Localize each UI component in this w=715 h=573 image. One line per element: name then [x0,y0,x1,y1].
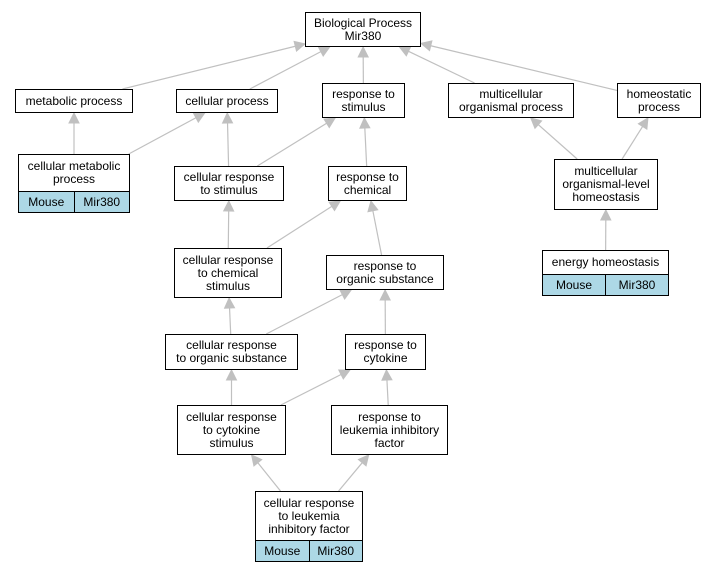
node-label: cellular response to organic substance [176,338,287,365]
annotation-row: Mouse Mir380 [256,540,362,561]
edge-arrowhead [337,369,351,380]
node-cellular-process[interactable]: cellular process [176,89,278,113]
species-tag: Mouse [28,194,65,209]
node-label: metabolic process [25,93,123,108]
edge-arrowhead [225,368,238,381]
edge-arrowhead [599,208,612,221]
edge-arrowhead [398,46,412,57]
species-tag: Mouse [555,277,593,292]
edge-line [266,205,333,249]
edge-arrowhead [339,289,353,300]
node-metabolic-process[interactable]: metabolic process [15,89,133,113]
edge-arrowhead [381,368,393,381]
edge-arrowhead [328,200,342,212]
edge-line [537,124,578,160]
edge-line [228,307,232,335]
node-response-to-cytokine[interactable]: response to cytokine [345,334,426,370]
gene-tag: Mir380 [605,275,668,295]
node-response-to-chemical[interactable]: response to chemical [328,166,407,201]
edge-arrowhead [68,111,80,124]
edge-arrowhead [359,116,371,129]
node-label: response to chemical [336,169,399,197]
node-energy-homeostasis[interactable]: energy homeostasis Mouse Mir380 [542,250,669,296]
edge-line [408,50,475,84]
edge-arrowhead [379,288,391,301]
annotation-row: Mouse Mir380 [19,191,129,212]
edge-line [249,51,322,90]
node-label: homeostatic process [626,86,692,114]
edge-arrowhead [317,46,331,58]
edge-line [430,45,618,92]
node-response-to-organic-substance[interactable]: response to organic substance [326,255,444,290]
edge-line [621,126,644,160]
node-label: response to stimulus [332,86,395,114]
edge-line [372,210,383,256]
edge-arrowhead [323,117,337,129]
gene-tag: Mir380 [73,192,130,212]
edge-line [280,373,342,406]
edge-line [257,462,281,492]
edge-arrowhead [222,199,235,212]
edge-line [364,127,368,167]
edge-arrowhead [367,199,379,213]
species-tag: Mouse [264,543,301,558]
node-label: energy homeostasis [551,255,660,269]
node-label: multicellular organismal process [458,86,564,114]
edge-line [257,122,327,167]
edge-arrowhead [192,112,206,124]
node-label: cellular response to leukemia inhibitory… [263,495,355,536]
edge-arrowhead [357,454,370,467]
node-label: response to cytokine [354,338,417,365]
node-cellular-metabolic-process[interactable]: cellular metabolic process Mouse Mir380 [18,154,130,213]
edge-arrowhead [250,454,263,467]
edge-line [338,462,363,492]
node-label: Biological Process Mir380 [313,15,413,43]
node-response-to-stimulus[interactable]: response to stimulus [322,83,405,118]
node-cellular-response-to-stimulus[interactable]: cellular response to stimulus [174,166,284,201]
node-label: cellular response to cytokine stimulus [186,409,277,450]
node-cellular-response-to-chemical-stimulus[interactable]: cellular response to chemical stimulus [174,248,282,298]
edge-arrowhead [419,40,433,52]
edge-arrowhead [293,40,307,53]
node-multicellular-organismal-process[interactable]: multicellular organismal process [448,83,574,118]
edge-line [128,117,197,155]
node-multicellular-organismal-level-homeostasis[interactable]: multicellular organismal-level homeostas… [554,159,658,210]
node-biological-process[interactable]: Biological Process Mir380 [305,12,421,47]
edge-line [226,122,230,167]
node-label: multicellular organismal-level homeostas… [562,164,650,204]
edge-arrowhead [529,117,543,130]
annotation-row: Mouse Mir380 [543,274,668,295]
edge-line [386,379,389,406]
node-label: cellular response to stimulus [183,169,275,197]
node-label: cellular process [185,93,269,108]
node-label: response to organic substance [336,258,434,286]
edge-line [122,45,296,90]
node-cellular-response-to-organic-substance[interactable]: cellular response to organic substance [165,334,298,370]
node-response-to-leukemia-inhibitory-factor[interactable]: response to leukemia inhibitory factor [331,405,448,455]
node-cellular-response-to-leukemia-inhibitory-factor[interactable]: cellular response to leukemia inhibitory… [255,491,363,562]
edge-arrowhead [223,296,236,309]
edge-line [265,294,343,335]
node-label: cellular metabolic process [27,159,121,186]
edge-arrowhead [637,117,649,130]
gene-tag: Mir380 [308,541,363,561]
node-label: response to leukemia inhibitory factor [339,409,440,450]
edge-arrowhead [357,45,370,58]
node-homeostatic-process[interactable]: homeostatic process [617,83,701,118]
edge-arrowhead [221,111,234,124]
node-label: cellular response to chemical stimulus [182,252,274,293]
node-cellular-response-to-cytokine-stimulus[interactable]: cellular response to cytokine stimulus [177,405,286,455]
